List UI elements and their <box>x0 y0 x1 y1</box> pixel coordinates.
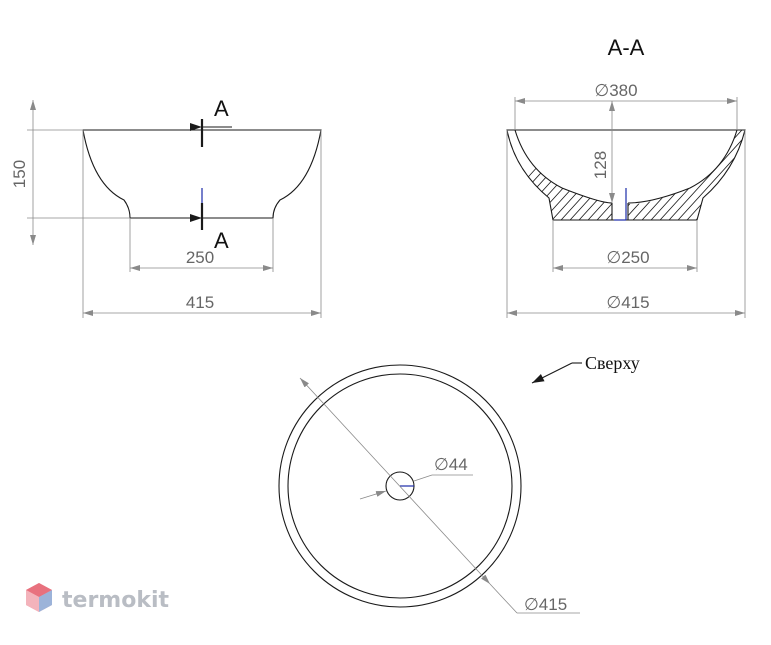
logo-text: termokit <box>62 588 169 613</box>
logo-cube-icon <box>26 583 52 612</box>
section-title: A-A <box>608 35 645 60</box>
drain-diameter-dim <box>359 490 387 500</box>
drain-diameter-label: ∅44 <box>434 455 468 474</box>
section-marker-bottom-label: A <box>214 228 229 253</box>
top-view-label: Сверху <box>585 353 640 373</box>
top-outer-rim <box>278 364 522 608</box>
front-view: 150 250 415 A A <box>10 96 322 318</box>
section-overall-label: ∅415 <box>606 293 649 312</box>
front-base-label: 250 <box>186 248 214 267</box>
hatch-line <box>750 120 771 230</box>
top-view: ∅415 ∅44 Сверху <box>278 353 640 614</box>
section-depth-label: 128 <box>591 151 610 179</box>
section-marker-bottom: A <box>190 188 232 253</box>
section-marker-top-label: A <box>214 96 229 121</box>
plan-diameter-label: ∅415 <box>524 595 567 614</box>
plan-diameter-dim <box>299 377 491 585</box>
top-inner-rim <box>287 373 513 599</box>
top-view-pointer <box>531 362 573 384</box>
front-height-label: 150 <box>10 160 29 188</box>
section-view: A-A ∅380 128 ∅250 ∅415 <box>506 35 771 318</box>
hatch-line <box>740 130 745 220</box>
drain-diameter-dim-2 <box>413 474 433 482</box>
front-overall-label: 415 <box>186 293 214 312</box>
section-top-label: ∅380 <box>594 81 637 100</box>
hatch-line <box>759 120 771 230</box>
section-drain-hole <box>611 203 629 220</box>
section-base-label: ∅250 <box>606 248 649 267</box>
section-inner-outline <box>514 129 738 204</box>
hatch-line <box>668 130 745 220</box>
section-marker-top: A <box>190 96 232 147</box>
plan-diameter-leader <box>489 583 518 614</box>
termokit-logo: termokit <box>26 583 169 613</box>
